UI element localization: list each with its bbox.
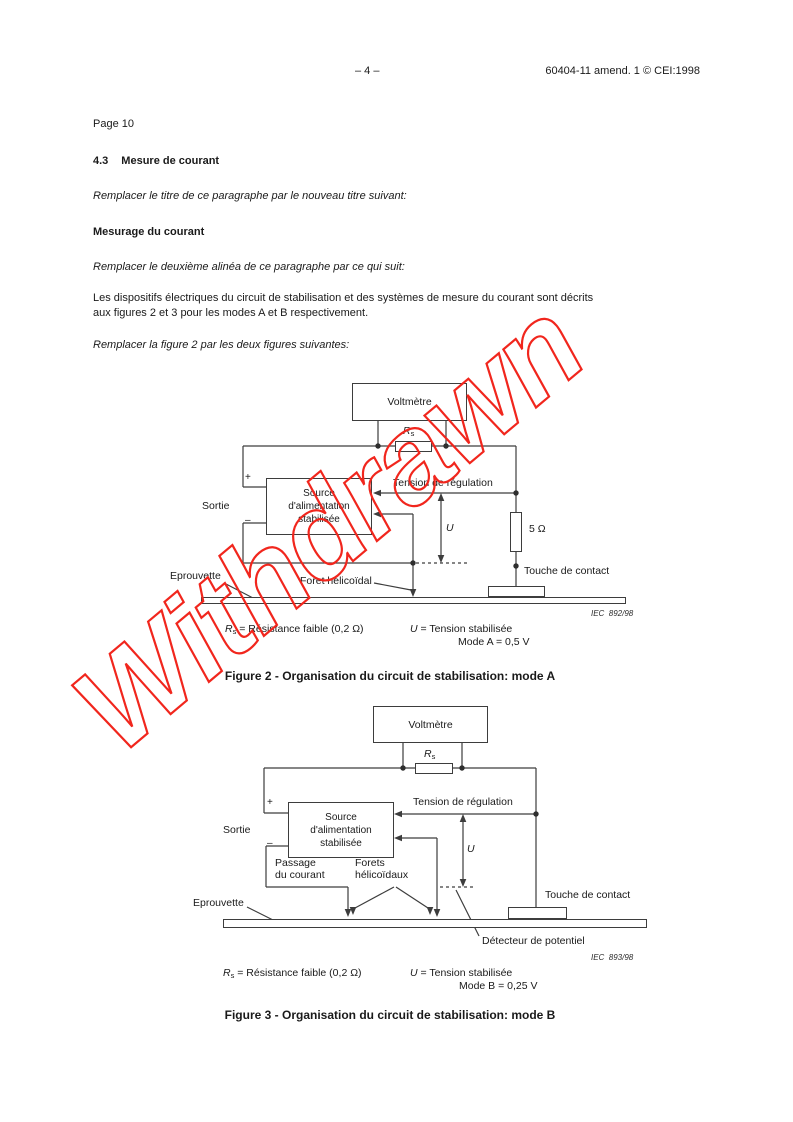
- fig3-legend-u: U = Tension stabilisée: [410, 967, 512, 979]
- fig3-rs-label: Rs: [424, 748, 435, 763]
- fig3-source-line3: stabilisée: [320, 837, 362, 849]
- fig2-source-box: Source d'alimentation stabilisée: [266, 478, 372, 535]
- fig2-voltmeter-label: Voltmètre: [387, 396, 432, 408]
- fig3-iec-ref: IEC 893/98: [591, 953, 634, 962]
- fig2-foret-label: Foret hélicoïdal: [300, 575, 372, 587]
- fig3-u-symbol: U: [467, 843, 475, 855]
- fig2-plus-terminal: +: [245, 472, 251, 483]
- fig2-legend-u-rest: = Tension stabilisée: [417, 623, 513, 635]
- fig3-specimen-bar: [223, 919, 647, 928]
- fig2-sortie-label: Sortie: [202, 500, 230, 512]
- fig2-5ohm-label: 5 Ω: [529, 523, 546, 535]
- fig2-source-line2: d'alimentation: [288, 501, 350, 512]
- figure3-arrowheads: [344, 810, 467, 917]
- fig2-specimen-bar: [201, 597, 626, 604]
- figure3-wires: [246, 743, 537, 937]
- fig3-legend-rs-rest: = Résistance faible (0,2 Ω): [234, 967, 362, 979]
- fig2-source-line1: Source: [303, 488, 335, 499]
- fig3-forets-line2: hélicoïdaux: [355, 869, 409, 881]
- fig2-voltmeter-box: Voltmètre: [352, 383, 467, 421]
- fig3-source-line1: Source: [325, 811, 357, 823]
- page-ref: Page 10: [93, 118, 134, 130]
- instruction-1: Remplacer le titre de ce paragraphe par …: [93, 190, 407, 202]
- fig3-tension-label: Tension de régulation: [413, 796, 513, 808]
- fig3-contact-block: [508, 907, 567, 919]
- fig2-rs-sub: s: [410, 429, 415, 438]
- body-paragraph: Les dispositifs électriques du circuit d…: [93, 291, 713, 321]
- fig3-caption: Figure 3 - Organisation du circuit de st…: [224, 1008, 556, 1022]
- fig3-sortie-label: Sortie: [223, 824, 251, 836]
- fig3-source-line2: d'alimentation: [310, 824, 372, 836]
- fig2-eprouvette-label: Eprouvette: [170, 570, 221, 582]
- fig3-detecteur-label: Détecteur de potentiel: [482, 935, 585, 947]
- page-number: – 4 –: [355, 65, 380, 77]
- fig3-passage-line2: du courant: [275, 869, 325, 881]
- section-heading: 4.3 Mesure de courant: [93, 154, 219, 169]
- fig2-rs-base: R: [403, 425, 411, 437]
- fig3-legend-rs: Rs = Résistance faible (0,2 Ω): [223, 967, 362, 980]
- fig2-iec-ref: IEC 892/98: [591, 609, 634, 618]
- fig2-legend-rs-sub: s: [232, 627, 237, 636]
- fig2-caption: Figure 2 - Organisation du circuit de st…: [224, 669, 556, 683]
- fig2-legend-u: U = Tension stabilisée: [410, 623, 512, 635]
- fig3-legend-rs-base: R: [223, 967, 231, 979]
- fig3-legend-mode: Mode B = 0,25 V: [459, 980, 538, 992]
- section-number: 4.3: [93, 155, 109, 167]
- fig2-5ohm-resistor: [510, 512, 522, 552]
- section-title: Mesure de courant: [121, 155, 220, 167]
- fig2-legend-rs: Rs = Résistance faible (0,2 Ω): [225, 623, 364, 636]
- doc-reference: 60404-11 amend. 1 © CEI:1998: [545, 65, 700, 77]
- fig3-plus-terminal: +: [267, 797, 273, 808]
- body-line-2: aux figures 2 et 3 pour les modes A et B…: [93, 307, 369, 319]
- fig3-rs-resistor: [415, 763, 453, 774]
- new-title: Mesurage du courant: [93, 226, 205, 238]
- fig2-u-symbol: U: [446, 522, 454, 534]
- fig2-tension-label: Tension de régulation: [393, 477, 493, 489]
- fig3-rs-base: R: [424, 748, 432, 760]
- fig3-minus-terminal: –: [267, 838, 273, 849]
- fig2-contact-block: [488, 586, 545, 597]
- fig3-touche-label: Touche de contact: [545, 889, 631, 901]
- fig3-forets-line1: Forets: [355, 857, 385, 869]
- fig2-legend-mode: Mode A = 0,5 V: [458, 636, 530, 648]
- fig3-source-box: Source d'alimentation stabilisée: [288, 802, 394, 858]
- fig2-minus-terminal: –: [245, 515, 251, 526]
- fig3-legend-u-rest: = Tension stabilisée: [417, 967, 513, 979]
- fig2-touche-label: Touche de contact: [524, 565, 610, 577]
- fig2-rs-label: Rs: [403, 425, 414, 440]
- fig3-passage-line1: Passage: [275, 857, 316, 869]
- fig2-source-line3: stabilisée: [298, 514, 340, 525]
- fig2-legend-u-base: U: [410, 623, 418, 635]
- fig3-legend-rs-sub: s: [230, 971, 235, 980]
- fig3-eprouvette-label: Eprouvette: [193, 897, 244, 909]
- figure2-arrowheads: [373, 489, 445, 597]
- fig3-forets-label: Forets hélicoïdaux: [355, 857, 408, 881]
- figure2-wires: [225, 421, 517, 599]
- fig3-voltmeter-label: Voltmètre: [408, 718, 453, 731]
- instruction-3: Remplacer la figure 2 par les deux figur…: [93, 339, 350, 351]
- fig3-legend-u-base: U: [410, 967, 418, 979]
- fig2-rs-resistor: [395, 441, 432, 452]
- fig3-passage-label: Passage du courant: [275, 857, 325, 881]
- fig3-rs-sub: s: [431, 752, 436, 761]
- body-line-1: Les dispositifs électriques du circuit d…: [93, 292, 594, 304]
- fig2-legend-rs-rest: = Résistance faible (0,2 Ω): [236, 623, 364, 635]
- figure2-junction-dots: [375, 443, 519, 569]
- figure3-junction-dots: [400, 765, 539, 817]
- instruction-2: Remplacer le deuxième alinéa de ce parag…: [93, 261, 405, 273]
- fig3-voltmeter-box: Voltmètre: [373, 706, 488, 743]
- fig2-legend-rs-base: R: [225, 623, 233, 635]
